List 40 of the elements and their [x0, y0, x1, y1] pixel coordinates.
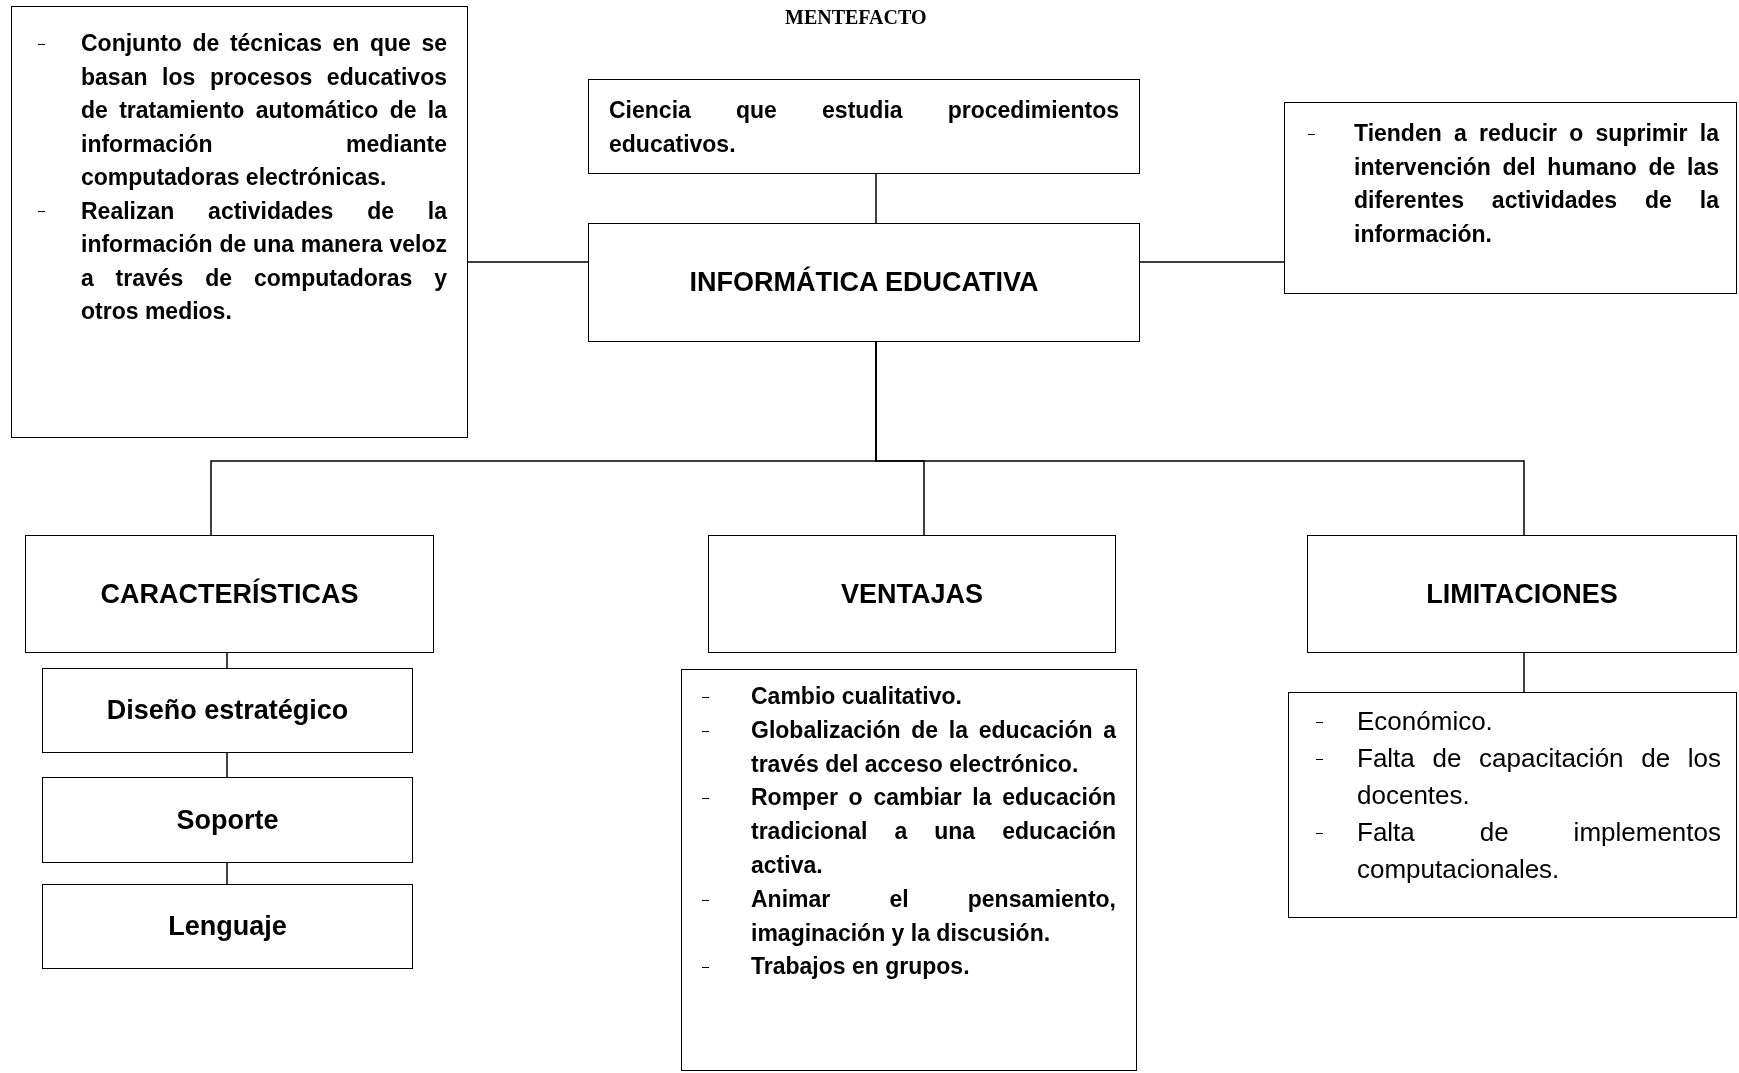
list-item-text: Falta de capacitación de los docentes.: [1357, 743, 1721, 810]
concept-label: Diseño estratégico: [106, 694, 349, 727]
list-item-text: Ciencia que estudia procedimientos educativos.: [609, 97, 1119, 157]
connector-line: [1523, 652, 1525, 693]
list-item-text: Trabajos en grupos.: [751, 953, 970, 980]
connector-line: [226, 652, 228, 669]
connector-line: [1139, 261, 1285, 263]
concept-box: [1307, 535, 1737, 653]
text-box: [588, 79, 1140, 174]
concept-label: LIMITACIONES: [1426, 577, 1618, 611]
list-item-text: Económico.: [1357, 706, 1493, 736]
bullet-list-box: [681, 669, 1137, 1071]
list-item-text: Conjunto de técnicas en que se basan los procesos educativos de tratamiento automático de la información mediante computadoras electrónicas.: [81, 30, 447, 190]
diagram-title: MENTEFACTO: [785, 6, 927, 29]
list-item-text: Cambio cualitativo.: [751, 683, 962, 709]
connector-line: [875, 173, 877, 224]
concept-box: [42, 668, 413, 753]
concept-box: [42, 777, 413, 863]
concept-box: [42, 884, 413, 969]
list-item-text: Tienden a reducir o suprimir la intervención del humano de las diferentes actividades de la información.: [1354, 120, 1719, 247]
connector-line: [226, 862, 228, 885]
list-item-text: Animar el pensamiento, imaginación y la discusión.: [751, 885, 1116, 946]
list-item-text: Realizan actividades de la información de una manera veloz a través de computadoras y otros medios.: [81, 197, 447, 324]
concept-label: Lenguaje: [168, 910, 287, 943]
list-item-text: Globalización de la educación a través del acceso electrónico.: [751, 716, 1116, 777]
concept-label: Soporte: [176, 803, 279, 837]
concept-box: [708, 535, 1116, 653]
concept-label: INFORMÁTICA EDUCATIVA: [689, 266, 1039, 299]
concept-box: [588, 223, 1140, 342]
connector-line: [467, 261, 589, 263]
list-item-text: Romper o cambiar la educación tradicional a una educación activa.: [751, 784, 1116, 878]
concept-box: [25, 535, 434, 653]
list-item-text: Falta de implementos computacionales.: [1357, 817, 1721, 884]
bullet-list-box: [11, 6, 468, 438]
connector-line: [875, 341, 1525, 536]
bullet-list-box: [1288, 692, 1737, 918]
connector-line: [226, 752, 228, 778]
bullet-list-box: [1284, 102, 1737, 294]
concept-label: VENTAJAS: [841, 577, 983, 611]
concept-label: CARACTERÍSTICAS: [100, 577, 359, 611]
